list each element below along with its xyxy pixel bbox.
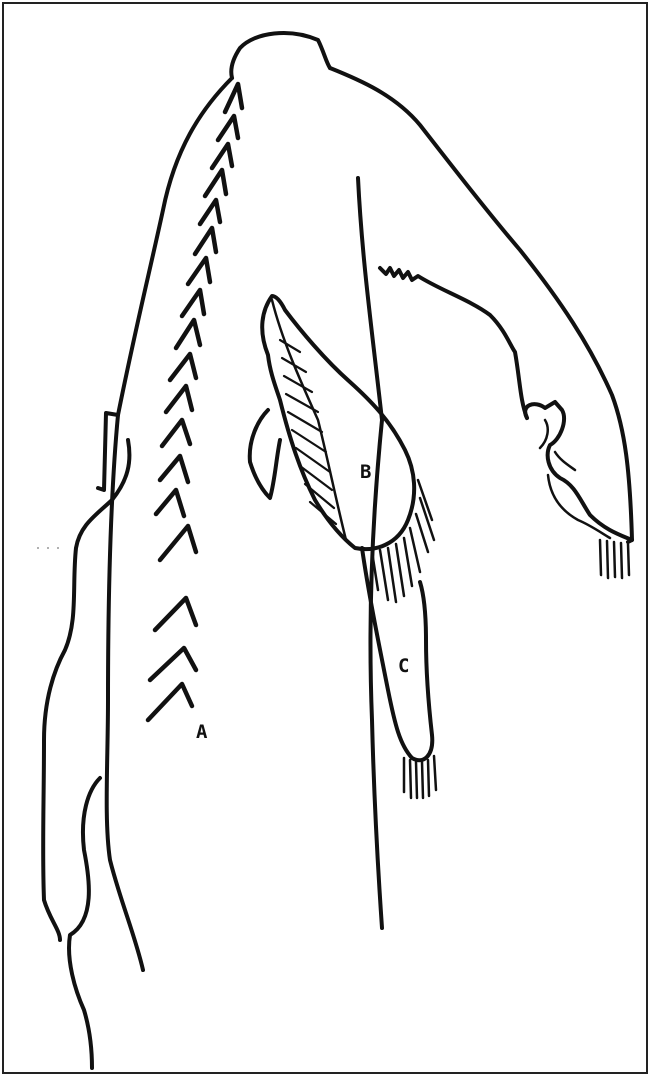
left-hip-contour	[69, 778, 100, 1068]
muscle-c-fringe	[404, 756, 436, 798]
muscle-b-inner-edge	[272, 300, 346, 540]
wrist-fringe	[600, 540, 629, 578]
muscle-b-lobe	[250, 410, 280, 498]
muscle-b-fringe	[372, 480, 434, 602]
spine-chevrons	[148, 84, 242, 720]
scan-dots	[37, 547, 59, 549]
label-c: C	[398, 655, 409, 677]
arm-upper-contour	[330, 68, 632, 542]
back-lower-contour	[107, 415, 143, 970]
label-a: A	[196, 721, 208, 743]
frame-border	[3, 3, 647, 1073]
label-b: B	[360, 461, 371, 483]
arm-lower-contour	[380, 268, 527, 418]
trunk-left-contour	[98, 33, 330, 490]
hand-knuckle-contour	[540, 420, 610, 538]
